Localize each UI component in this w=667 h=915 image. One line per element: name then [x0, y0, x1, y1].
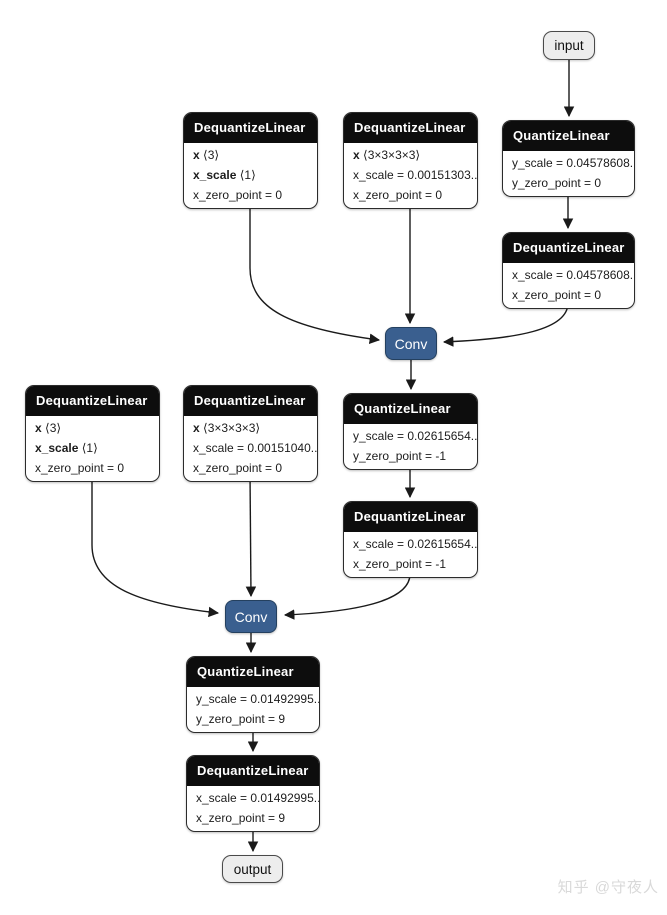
input-node[interactable]: input: [543, 31, 595, 60]
node-title: QuantizeLinear: [187, 657, 319, 687]
node-attr: x ⟨3⟩: [35, 421, 62, 435]
node-quantizelinear-top-right[interactable]: QuantizeLinear y_scale = 0.04578608... y…: [502, 120, 635, 197]
output-node[interactable]: output: [222, 855, 283, 883]
node-title: QuantizeLinear: [503, 121, 634, 151]
conv-node-label: Conv: [234, 608, 268, 625]
node-title: DequantizeLinear: [344, 113, 477, 143]
watermark: 知乎 @守夜人: [557, 879, 659, 896]
node-title: DequantizeLinear: [184, 386, 317, 416]
node-attr: x_scale = 0.04578608...: [512, 268, 635, 282]
node-dequantizelinear-top-mid[interactable]: DequantizeLinear x ⟨3×3×3×3⟩ x_scale = 0…: [343, 112, 478, 209]
node-title: DequantizeLinear: [184, 113, 317, 143]
node-attr: x_scale ⟨1⟩: [193, 168, 256, 182]
node-attr: y_zero_point = -1: [353, 449, 447, 463]
node-dequantizelinear-row2-mid[interactable]: DequantizeLinear x ⟨3×3×3×3⟩ x_scale = 0…: [183, 385, 318, 482]
node-attr: x_scale = 0.02615654...: [353, 537, 478, 551]
node-attr: x_zero_point = 0: [193, 188, 283, 202]
node-attr: x_zero_point = 0: [353, 188, 443, 202]
output-node-label: output: [233, 861, 272, 877]
edge-dq-topleft-to-conv1: [249, 202, 381, 344]
node-attr: y_scale = 0.02615654...: [353, 429, 478, 443]
node-attr: y_scale = 0.01492995...: [196, 692, 320, 706]
node-attr: x_zero_point = 0: [35, 461, 125, 475]
node-attr: y_scale = 0.04578608...: [512, 156, 635, 170]
node-quantizelinear-bottom[interactable]: QuantizeLinear y_scale = 0.01492995... y…: [186, 656, 320, 733]
node-attr: x_scale = 0.01492995...: [196, 791, 320, 805]
node-title: DequantizeLinear: [26, 386, 159, 416]
node-attr: y_zero_point = 9: [196, 712, 286, 726]
node-title: DequantizeLinear: [503, 233, 634, 263]
input-node-label: input: [554, 38, 584, 53]
node-attr: x_scale = 0.00151303...: [353, 168, 478, 182]
node-title: DequantizeLinear: [187, 756, 319, 786]
conv-node-label: Conv: [394, 335, 428, 352]
node-title: QuantizeLinear: [344, 394, 477, 424]
node-attr: x_zero_point = 0: [193, 461, 283, 475]
conv-node-1[interactable]: Conv: [385, 327, 437, 360]
node-attr: x_zero_point = 0: [512, 288, 602, 302]
edge-dq-row2left-to-conv2: [91, 473, 220, 618]
node-dequantizelinear-top-right[interactable]: DequantizeLinear x_scale = 0.04578608...…: [502, 232, 635, 309]
node-attr: x ⟨3×3×3×3⟩: [353, 148, 421, 162]
node-dequantizelinear-mid[interactable]: DequantizeLinear x_scale = 0.02615654...…: [343, 501, 478, 578]
node-dequantizelinear-row2-left[interactable]: DequantizeLinear x ⟨3⟩ x_scale ⟨1⟩ x_zer…: [25, 385, 160, 482]
node-attr: x_zero_point = -1: [353, 557, 447, 571]
node-quantizelinear-mid[interactable]: QuantizeLinear y_scale = 0.02615654... y…: [343, 393, 478, 470]
node-attr: x_zero_point = 9: [196, 811, 286, 825]
edge-dq-mid-to-conv2: [283, 573, 411, 620]
node-attr: x_scale ⟨1⟩: [35, 441, 98, 455]
edge-dq-row2mid-to-conv2: [245, 472, 257, 598]
node-attr: x ⟨3×3×3×3⟩: [193, 421, 261, 435]
node-title: DequantizeLinear: [344, 502, 477, 532]
node-attr: x_scale = 0.00151040...: [193, 441, 318, 455]
node-dequantizelinear-bottom[interactable]: DequantizeLinear x_scale = 0.01492995...…: [186, 755, 320, 832]
node-dequantizelinear-top-left[interactable]: DequantizeLinear x ⟨3⟩ x_scale ⟨1⟩ x_zer…: [183, 112, 318, 209]
node-attr: y_zero_point = 0: [512, 176, 602, 190]
node-attr: x ⟨3⟩: [193, 148, 220, 162]
conv-node-2[interactable]: Conv: [225, 600, 277, 633]
